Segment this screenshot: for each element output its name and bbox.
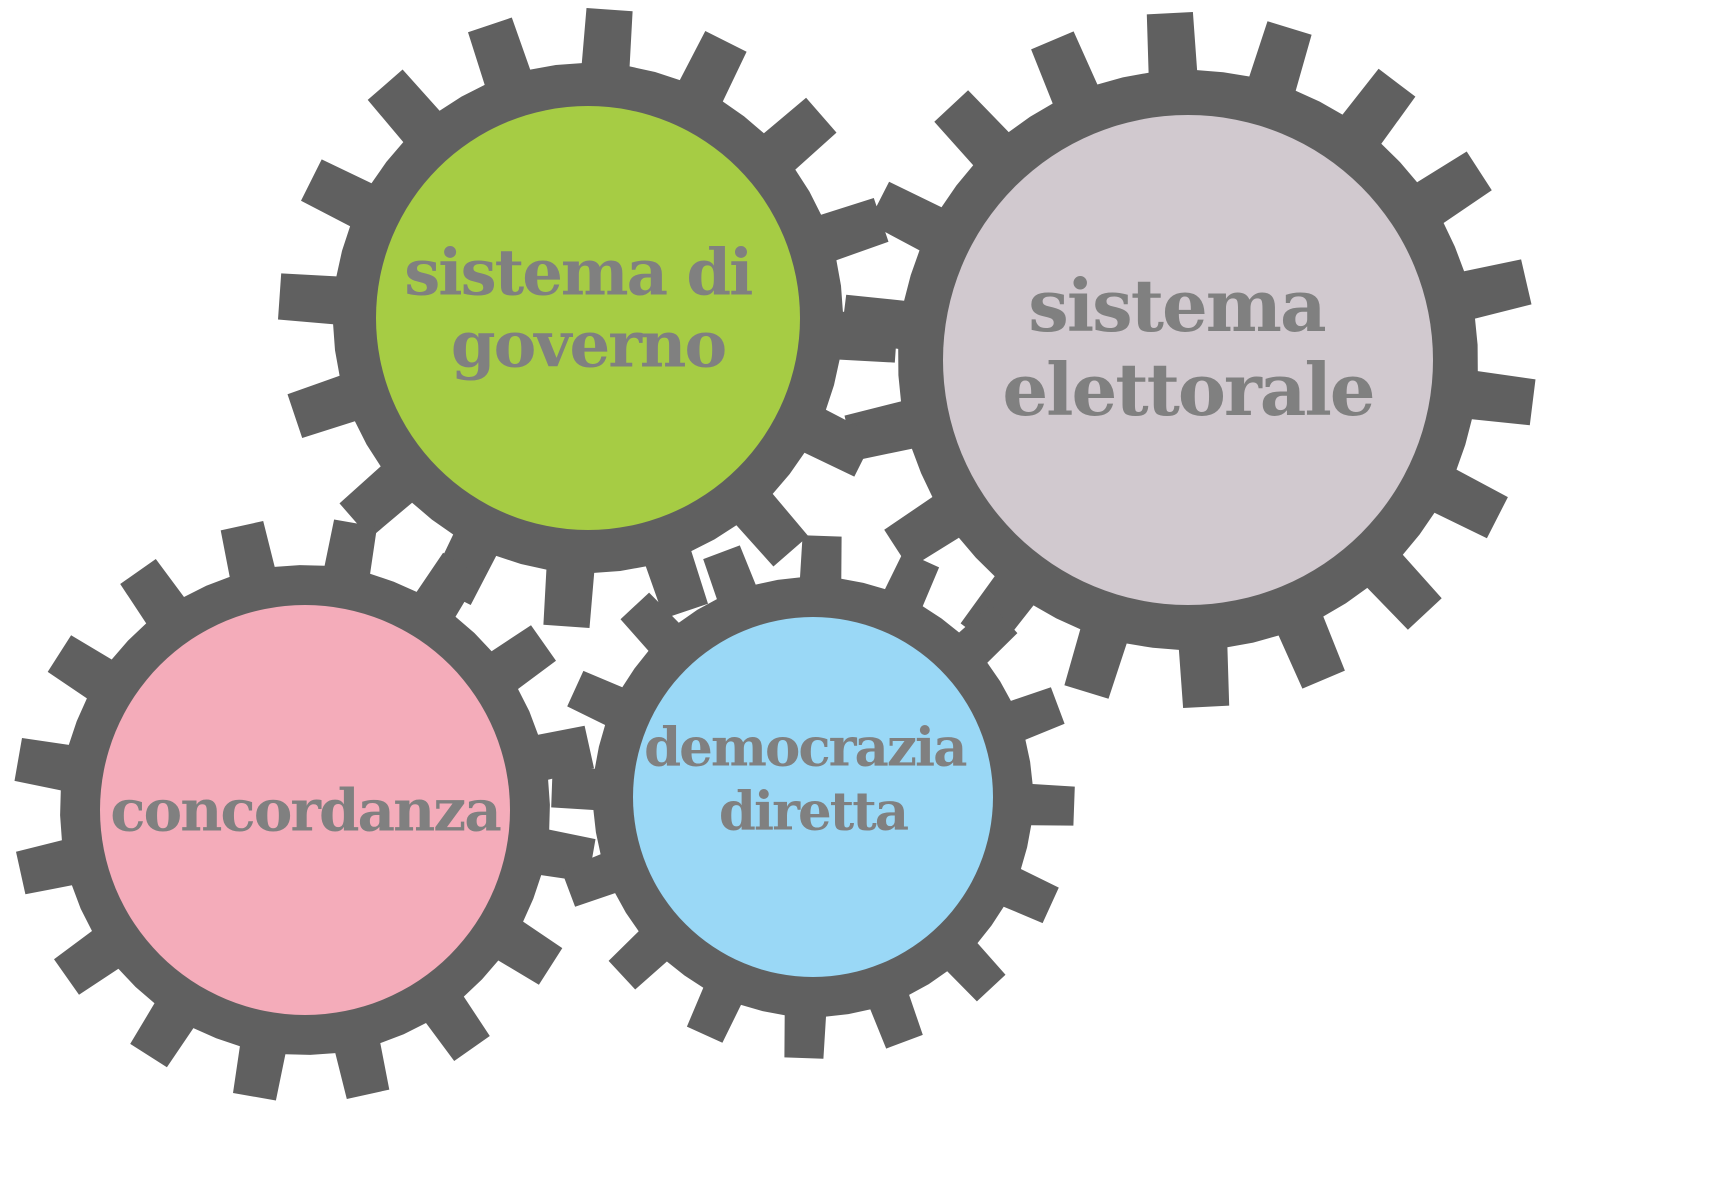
- gear-concordanza-label: concordanza: [110, 776, 501, 844]
- gear-sistema-di-governo-line-1: sistema di: [404, 235, 752, 310]
- gear-sistema-elettorale-hub: [943, 115, 1433, 605]
- gear-democrazia-diretta-hub: [633, 617, 993, 977]
- gear-democrazia-diretta-line-2: diretta: [719, 781, 909, 843]
- gear-sistema-di-governo-hub: [376, 106, 800, 530]
- gear-concordanza-hub: [100, 605, 510, 1015]
- gear-democrazia-diretta: democrazia diretta: [551, 535, 1075, 1059]
- gear-sistema-elettorale-line-2: elettorale: [1002, 347, 1373, 432]
- gear-sistema-di-governo: sistema di governo: [278, 8, 898, 628]
- gear-sistema-elettorale-label: sistema elettorale: [1002, 263, 1373, 432]
- gear-concordanza: concordanza: [14, 519, 596, 1101]
- gear-democrazia-diretta-line-1: democrazia: [644, 717, 967, 779]
- gear-sistema-elettorale-line-1: sistema: [1028, 263, 1325, 348]
- gear-sistema-elettorale: sistema elettorale: [840, 12, 1536, 708]
- gear-democrazia-diretta-label: democrazia diretta: [644, 717, 982, 843]
- gear-sistema-di-governo-label: sistema di governo: [404, 235, 771, 382]
- gear-concordanza-line-1: concordanza: [110, 776, 501, 844]
- gear-sistema-di-governo-line-2: governo: [451, 307, 726, 382]
